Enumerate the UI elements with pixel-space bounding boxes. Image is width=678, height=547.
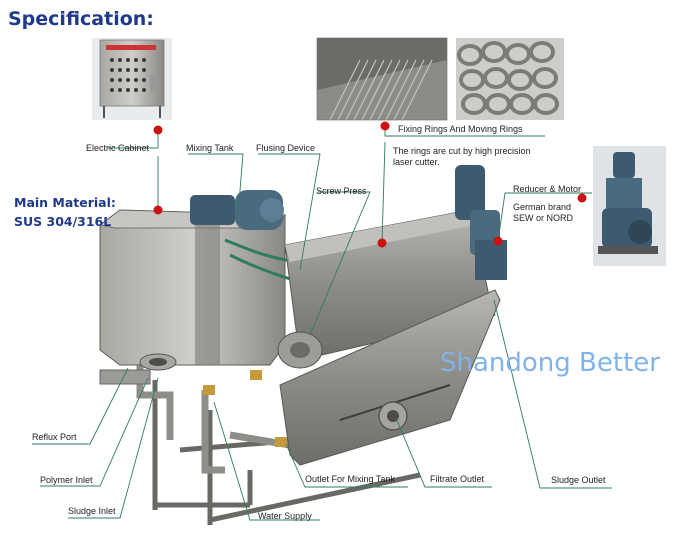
- label-polymer-inlet: Polymer Inlet: [40, 475, 93, 485]
- watermark: Shandong Better: [440, 348, 660, 378]
- electric-cabinet-photo: [92, 38, 172, 120]
- rings-photo: [456, 38, 564, 120]
- label-mixing-tank: Mixing Tank: [186, 143, 234, 153]
- main-material-value: SUS 304/316L: [14, 214, 112, 229]
- markers: [153, 121, 587, 248]
- label-flusing-device: Flusing Device: [256, 143, 316, 153]
- marker-main-material: [153, 205, 163, 215]
- label-filtrate-outlet: Filtrate Outlet: [430, 474, 485, 484]
- label-electric-cabinet: Electric Cabinet: [86, 143, 150, 153]
- label-screw-press: Screw Press: [316, 186, 367, 196]
- page-title: Specification:: [8, 8, 154, 30]
- label-water-supply: Water Supply: [258, 511, 312, 521]
- callout-lines: [32, 126, 612, 521]
- marker-rings: [380, 121, 390, 131]
- label-reflux-port: Reflux Port: [32, 432, 77, 442]
- label-fixing-rings: Fixing Rings And Moving Rings: [398, 124, 523, 134]
- marker-electric-cabinet: [153, 125, 163, 135]
- marker-screw-press: [377, 238, 387, 248]
- label-sew-nord: SEW or NORD: [513, 213, 574, 223]
- screw-detail-photo: [316, 37, 448, 121]
- main-material-title: Main Material:: [14, 195, 116, 210]
- label-rings-note-2: laser cutter.: [393, 157, 440, 167]
- marker-motor-photo: [577, 193, 587, 203]
- main-material: Main Material: SUS 304/316L: [14, 193, 116, 231]
- label-sludge-outlet: Sludge Outlet: [551, 475, 606, 485]
- reducer-motor-photo: [593, 146, 666, 266]
- label-outlet-mixing-tank: Outlet For Mixing Tank: [305, 474, 395, 484]
- marker-reducer: [493, 236, 503, 246]
- label-sludge-inlet: Sludge Inlet: [68, 506, 116, 516]
- label-rings-note-1: The rings are cut by high precision: [393, 146, 531, 156]
- label-german-brand: German brand: [513, 202, 572, 212]
- dewatering-machine: [99, 165, 507, 525]
- label-reducer-motor: Reducer & Motor: [513, 184, 582, 194]
